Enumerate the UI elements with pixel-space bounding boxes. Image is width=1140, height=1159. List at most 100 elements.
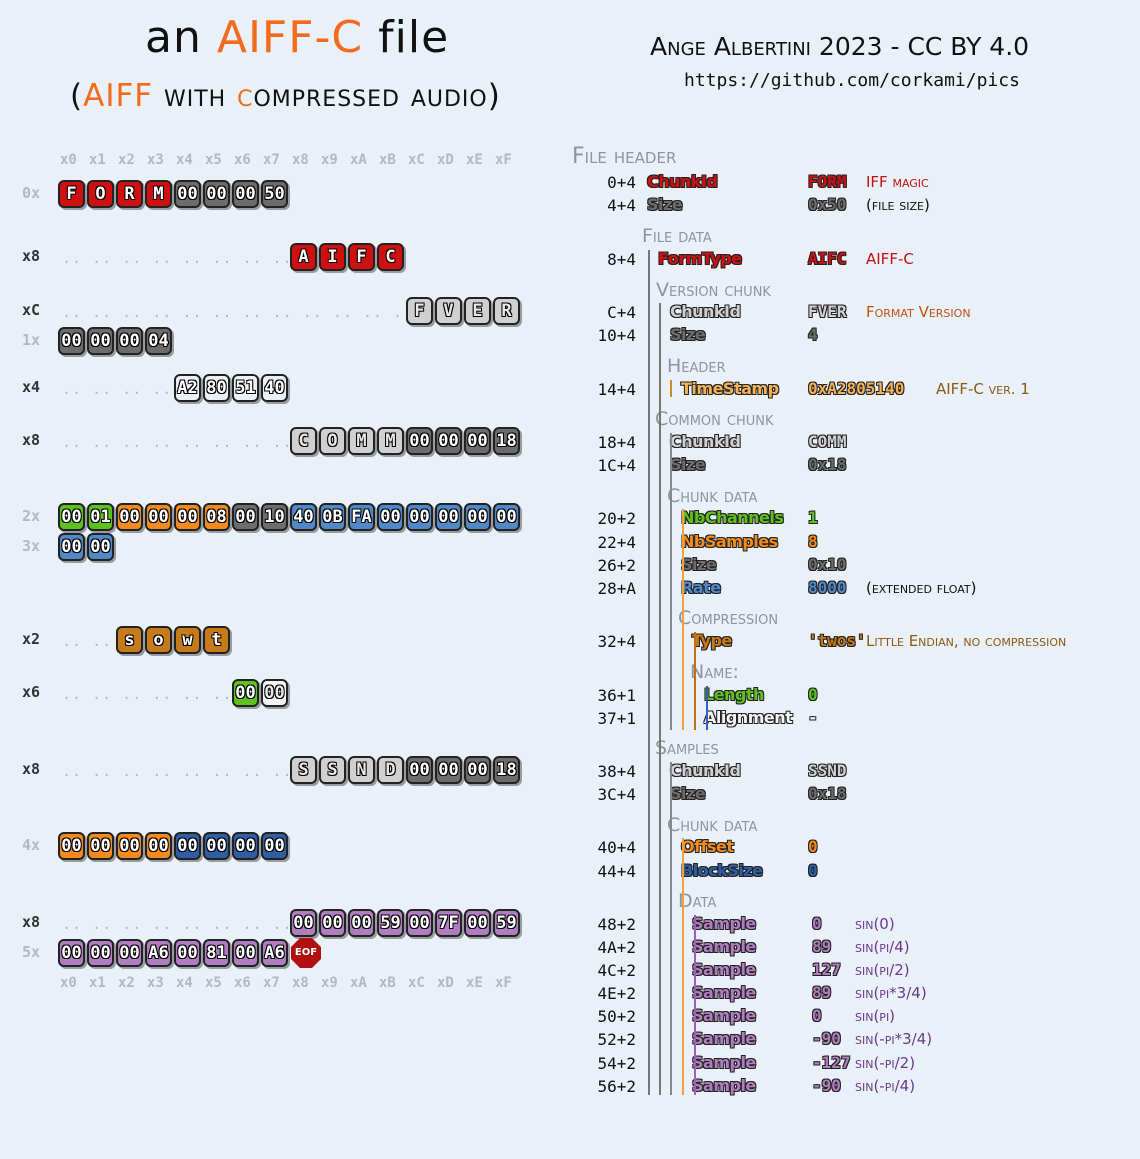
hex-padding-dots: .. .. .. .. — [62, 380, 173, 398]
hex-column-header: x4 — [176, 975, 193, 991]
field-offset: 0+4 — [607, 173, 636, 192]
hex-byte: s — [116, 626, 143, 654]
hex-byte: w — [174, 626, 201, 654]
hex-byte: 00 — [203, 832, 230, 860]
tree-line — [682, 509, 684, 730]
section-heading: Common chunk — [655, 408, 774, 430]
field-value: 1 — [808, 508, 818, 527]
hex-byte: M — [377, 427, 404, 455]
hex-row-label: x8 — [22, 247, 41, 265]
hex-row-label: 5x — [22, 943, 41, 961]
field-comment: Little Endian, no compression — [866, 632, 1067, 650]
hex-byte: 00 — [116, 503, 143, 531]
section-heading: File data — [642, 225, 712, 247]
field-name: FormType — [658, 249, 742, 268]
field-comment: AIFF-C — [866, 250, 914, 268]
tree-line — [706, 686, 708, 730]
hex-padding-dots: .. .. .. .. .. .. — [62, 685, 233, 703]
hex-byte: FA — [348, 503, 375, 531]
field-value: 0 — [808, 837, 818, 856]
field-value: 8000 — [808, 578, 847, 597]
hex-byte: A2 — [174, 374, 201, 402]
field-comment: (extended float) — [866, 579, 977, 597]
hex-byte: C — [377, 243, 404, 271]
field-value: -90 — [812, 1076, 841, 1095]
field-name: ChunkId — [670, 302, 741, 321]
hex-byte: 00 — [232, 679, 259, 707]
field-value: 4 — [808, 325, 818, 344]
hex-byte: 00 — [145, 503, 172, 531]
hex-byte: I — [319, 243, 346, 271]
field-name: Sample — [692, 914, 756, 933]
hex-byte: 40 — [290, 503, 317, 531]
field-name: Offset — [681, 837, 734, 856]
hex-byte: 00 — [203, 180, 230, 208]
field-offset: 1C+4 — [597, 456, 636, 475]
field-value: AIFC — [808, 249, 847, 268]
hex-column-header: x6 — [234, 975, 251, 991]
hex-column-header: xA — [350, 152, 367, 168]
hex-byte: 04 — [145, 327, 172, 355]
hex-column-header: xB — [379, 152, 396, 168]
hex-byte: V — [435, 297, 462, 325]
hex-byte: 00 — [116, 832, 143, 860]
subtitle-mid2: ompressed audio) — [253, 78, 501, 114]
hex-byte: 01 — [87, 503, 114, 531]
hex-byte: M — [145, 180, 172, 208]
field-name: Size — [670, 325, 706, 344]
field-offset: 14+4 — [597, 380, 636, 399]
source-url[interactable]: https://github.com/corkami/pics — [684, 70, 1020, 91]
page-title: an AIFF-C file — [145, 12, 449, 63]
field-offset: 32+4 — [597, 632, 636, 651]
field-value: 0x18 — [808, 455, 847, 474]
hex-column-header: x4 — [176, 152, 193, 168]
hex-byte: 00 — [319, 909, 346, 937]
hex-column-header: x6 — [234, 152, 251, 168]
subtitle-hl2: c — [237, 78, 254, 114]
hex-byte: 00 — [174, 180, 201, 208]
hex-byte: 00 — [493, 503, 520, 531]
hex-byte: 00 — [116, 327, 143, 355]
hex-byte: 10 — [261, 503, 288, 531]
section-heading: Compression — [678, 607, 779, 629]
field-name: NbChannels — [681, 508, 784, 527]
section-heading: File header — [572, 144, 677, 169]
field-value: 0 — [808, 861, 818, 880]
hex-column-header: x2 — [118, 975, 135, 991]
field-name: Sample — [692, 1053, 756, 1072]
field-offset: 40+4 — [597, 838, 636, 857]
field-offset: 22+4 — [597, 533, 636, 552]
hex-column-header: x8 — [292, 152, 309, 168]
hex-padding-dots: .. .. .. .. .. .. .. .. .. .. .. .. — [62, 303, 414, 321]
field-value: 'twos' — [808, 631, 866, 650]
hex-byte: 00 — [58, 503, 85, 531]
section-heading: Chunk data — [667, 814, 758, 836]
field-offset: 4E+2 — [597, 984, 636, 1003]
hex-byte: 00 — [174, 939, 201, 967]
hex-byte: t — [203, 626, 230, 654]
hex-byte: 81 — [203, 939, 230, 967]
hex-column-header: xF — [495, 152, 512, 168]
field-name: ChunkId — [670, 761, 741, 780]
tree-line — [694, 915, 696, 1095]
field-value: 89 — [812, 983, 832, 1002]
tree-line — [659, 303, 661, 1095]
hex-byte: 59 — [493, 909, 520, 937]
field-value: 8 — [808, 532, 818, 551]
hex-column-header: x5 — [205, 975, 222, 991]
tree-line — [682, 838, 684, 1095]
hex-byte: R — [116, 180, 143, 208]
hex-byte: 00 — [58, 832, 85, 860]
hex-byte: 00 — [464, 756, 491, 784]
hex-byte: 00 — [232, 180, 259, 208]
field-comment: sin(-pi*3/4) — [855, 1030, 933, 1048]
hex-byte: F — [406, 297, 433, 325]
field-name: ChunkId — [670, 432, 741, 451]
field-name: Sample — [692, 1076, 756, 1095]
section-heading: Version chunk — [656, 279, 771, 301]
hex-column-header: x3 — [147, 152, 164, 168]
hex-byte: F — [348, 243, 375, 271]
hex-byte: 00 — [232, 939, 259, 967]
field-name: Sample — [692, 1006, 756, 1025]
field-name: BlockSize — [681, 861, 763, 880]
